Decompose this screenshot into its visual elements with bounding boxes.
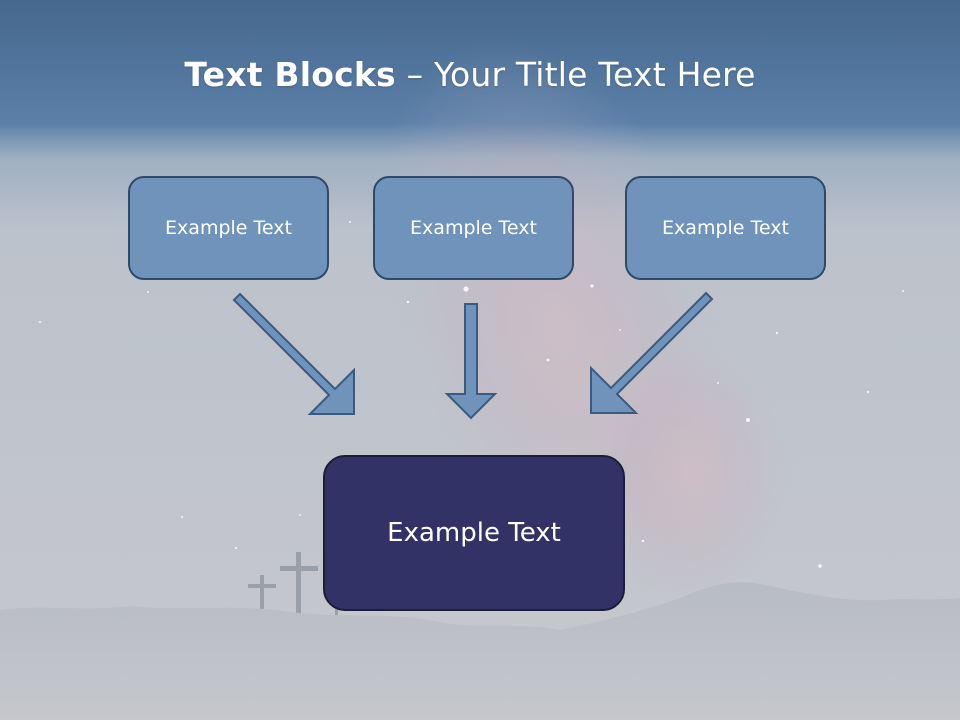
title-rest-part: Your Title Text Here [433, 55, 756, 94]
slide-title: Text Blocks – Your Title Text Here [0, 52, 940, 98]
box-label: Example Text [410, 217, 537, 239]
arrow-left-down-right [232, 292, 355, 415]
example-text-box-main[interactable]: Example Text [323, 455, 625, 611]
arrow-center-down [444, 303, 498, 420]
box-label: Example Text [165, 217, 292, 239]
example-text-box-right[interactable]: Example Text [625, 176, 826, 280]
arrow-right-down-left [590, 291, 714, 414]
example-text-box-center[interactable]: Example Text [373, 176, 574, 280]
box-label: Example Text [387, 518, 561, 548]
title-bold-part: Text Blocks [184, 55, 396, 94]
title-dash: – [395, 55, 434, 94]
box-label: Example Text [662, 217, 789, 239]
example-text-box-left[interactable]: Example Text [128, 176, 329, 280]
